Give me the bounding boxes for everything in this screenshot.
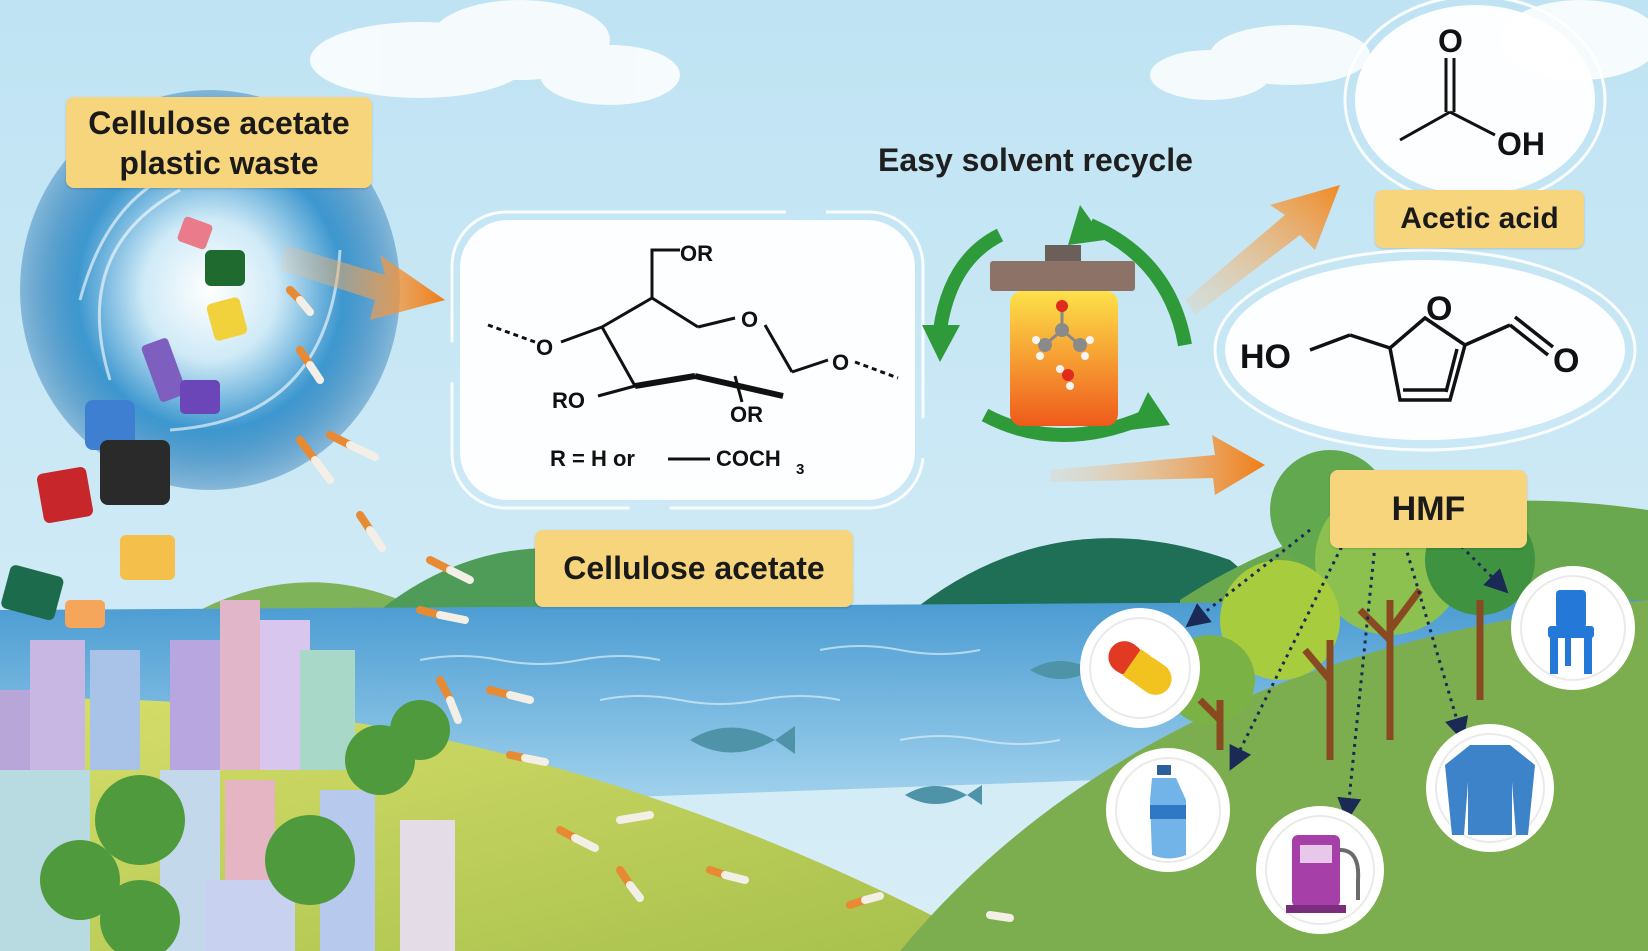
sea-waves xyxy=(419,645,1061,745)
recycle-arrow-heads xyxy=(922,205,1170,430)
cellulose-structure-panel xyxy=(460,220,915,500)
waste-label-line2: plastic waste xyxy=(119,145,319,181)
pill-product xyxy=(1080,608,1200,728)
solvent-recycle-label: Easy solvent recycle xyxy=(878,142,1193,178)
acetic-acid-label: Acetic acid xyxy=(1375,190,1584,248)
hmf-aldehyde-o: O xyxy=(1553,342,1579,380)
molecule-acetone xyxy=(1032,300,1094,360)
acetic-hydroxyl: OH xyxy=(1497,126,1545,162)
fuel-pump-product xyxy=(1256,806,1384,934)
to-hmf-arrow xyxy=(1050,435,1265,495)
hmf-hydroxyl: HO xyxy=(1240,338,1291,376)
hmf-ring xyxy=(1225,260,1625,440)
water-bottle-product xyxy=(1106,748,1230,872)
pill-icon xyxy=(1108,641,1172,695)
right-hillside xyxy=(900,600,1648,951)
waste-label: Cellulose acetate plastic waste xyxy=(66,97,372,188)
left-oxygen-label: O xyxy=(536,335,553,360)
ring-oxygen-label: O xyxy=(741,307,758,332)
acetic-acid-ring xyxy=(1355,5,1595,195)
cellulose-panel-frame xyxy=(450,210,925,510)
cellulose-atoms: OR O O O RO OR R = H or COCH 3 xyxy=(536,241,849,478)
fish xyxy=(690,660,1107,805)
ro-left-label: RO xyxy=(552,388,585,413)
acetic-carbonyl-o: O xyxy=(1438,23,1463,59)
water-bottle-icon xyxy=(1150,765,1186,859)
chair-product xyxy=(1511,566,1635,690)
fuel-pump-icon xyxy=(1286,835,1361,913)
shirt-icon xyxy=(1445,745,1535,835)
city-buildings xyxy=(0,600,455,951)
hmf-product-arrows xyxy=(1185,528,1509,822)
cellulose-dashed-bonds xyxy=(487,323,899,380)
right-oxygen-label: O xyxy=(832,350,849,375)
shirt-product xyxy=(1426,724,1554,852)
chair-icon xyxy=(1548,590,1594,674)
acetic-acid-bonds xyxy=(1399,58,1496,142)
city-trees xyxy=(40,700,450,951)
cellulose-acetate-label: Cellulose acetate xyxy=(535,530,853,607)
to-acetic-acid-arrow xyxy=(1185,185,1340,315)
waste-whirlpool xyxy=(20,90,400,490)
waste-label-line1: Cellulose acetate xyxy=(88,105,350,141)
or-bottom-label: OR xyxy=(730,402,763,427)
cellulose-bold-bonds xyxy=(634,373,784,399)
r-group-subscript: 3 xyxy=(796,461,804,478)
cigarette-butts xyxy=(286,286,1014,922)
recycle-arrows xyxy=(933,218,1192,442)
hmf-bonds xyxy=(1309,315,1555,402)
hmf-label: HMF xyxy=(1330,470,1527,548)
waste-to-cellulose-arrow xyxy=(280,245,445,320)
or-top-label: OR xyxy=(680,241,713,266)
solvent-jar xyxy=(990,245,1135,426)
hmf-ring-frame xyxy=(1213,248,1637,452)
clothes-waste xyxy=(1,216,248,628)
r-group-label: COCH xyxy=(716,446,781,471)
molecule-water xyxy=(1056,365,1074,390)
hmf-ring-oxygen: O xyxy=(1426,290,1452,328)
r-definition-label: R = H or xyxy=(550,446,635,471)
